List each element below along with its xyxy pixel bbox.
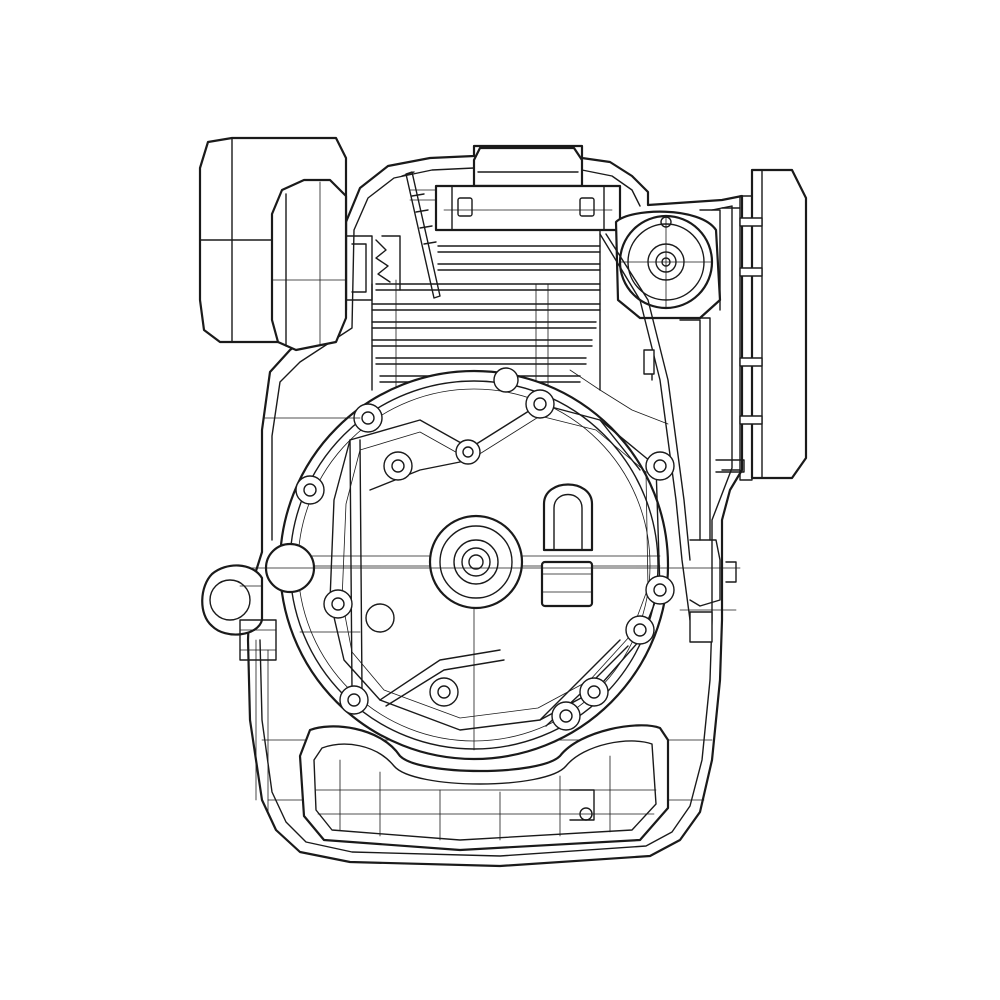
fuel-tank [721,168,808,481]
pulley-assembly [614,209,722,320]
crankshaft-hub [428,514,524,610]
spark-plug [401,171,441,299]
cylinder-head [409,146,622,232]
linkage [569,233,745,643]
air-cleaner [198,136,373,352]
bolt-bosses [295,367,675,731]
cooling-fins [371,229,601,391]
oil-filler [540,483,594,608]
base-pan [298,724,670,852]
center-lines [249,417,741,813]
mounting-boss-left [201,542,316,661]
